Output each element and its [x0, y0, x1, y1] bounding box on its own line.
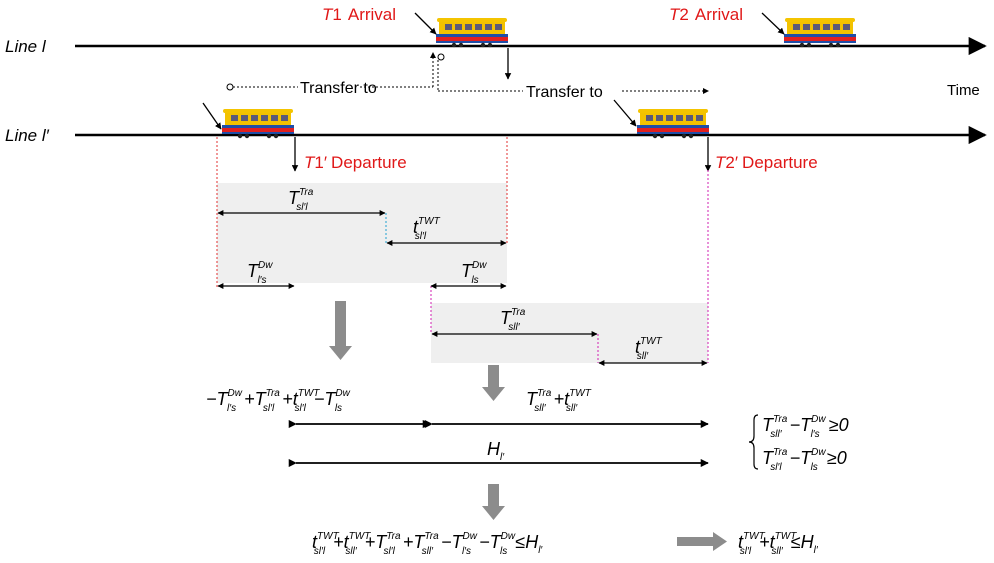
t1-pointer-arrow	[414, 12, 437, 35]
constraint-brace	[748, 414, 759, 470]
transfer-label-1: Transfer to	[300, 80, 377, 97]
gray-down-arrow-icon	[482, 365, 505, 401]
t1-prime-departure-label: T1′Departure	[304, 153, 407, 172]
transfer-origin-dot	[437, 53, 445, 61]
t2-prime-departure-label: T2′Departure	[715, 153, 818, 172]
line-l-prime-label: Line l′	[5, 126, 50, 145]
transfer-arrowhead	[703, 88, 709, 94]
transfer-connector	[233, 57, 706, 92]
train-icon	[436, 18, 508, 48]
gray-down-arrow-icon	[329, 301, 352, 360]
label-headway: Hl′	[487, 439, 505, 463]
t1-prime-pointer-arrow	[202, 102, 222, 130]
shaded-region-right	[431, 303, 708, 363]
line-l-label: Line l	[5, 37, 47, 56]
transfer-origin-dot	[226, 83, 234, 91]
train-icon	[784, 18, 856, 48]
gray-right-arrow-icon	[677, 532, 727, 551]
train-icon	[222, 109, 294, 139]
shaded-region-left	[217, 183, 507, 283]
gray-down-arrow-icon	[482, 484, 505, 520]
t2-pointer-arrow	[761, 12, 785, 35]
time-label: Time	[947, 82, 980, 99]
train-icon	[637, 109, 709, 139]
transfer-arrowhead	[430, 52, 436, 58]
t2-prime-pointer-arrow	[613, 99, 637, 127]
transfer-label-2: Transfer to	[526, 84, 603, 101]
